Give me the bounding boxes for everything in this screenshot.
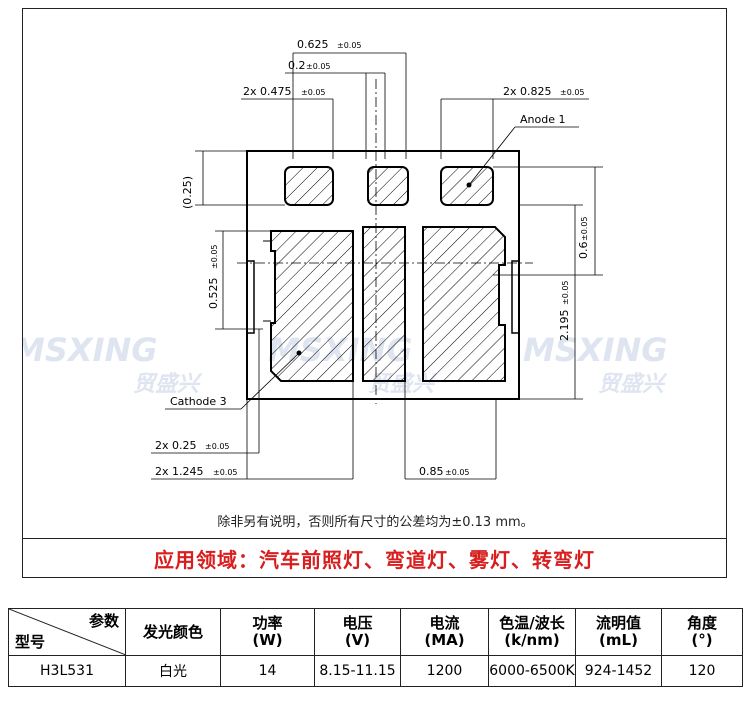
dim-right-pad-tol: ±0.05 <box>560 88 585 97</box>
table-header-row: 参数 型号 发光颜色 功率(W) 电压(V) 电流(MA) 色温/波长(k/nm… <box>8 608 743 656</box>
header-power: 功率(W) <box>220 608 315 656</box>
header-color: 发光颜色 <box>125 608 221 656</box>
top-extension-lines <box>292 53 494 159</box>
dim-left-height-tol: ±0.05 <box>210 244 219 269</box>
dim-left-pad-tol: ±0.05 <box>301 88 326 97</box>
watermark-brand-1: MSXING <box>23 331 158 369</box>
cathode-dot <box>296 350 302 356</box>
cell-voltage: 8.15-11.15 <box>314 655 401 687</box>
dim-left-pad: 2x 0.475 <box>243 85 292 98</box>
header-angle: 角度(°) <box>661 608 743 656</box>
watermark-cn-3: 贸盛兴 <box>598 371 668 397</box>
left-notch <box>247 260 255 334</box>
left-dimension-lines <box>195 150 285 330</box>
dim-right-height: 0.6 <box>577 242 590 260</box>
cathode-leader <box>240 352 300 410</box>
dim-right-pad: 2x 0.825 <box>503 85 552 98</box>
cell-angle: 120 <box>661 655 743 687</box>
anode-dot <box>466 182 472 188</box>
dim-gap-tol: ±0.05 <box>205 442 230 451</box>
cell-model: H3L531 <box>8 655 126 687</box>
dim-right-height-tol: ±0.05 <box>580 216 589 241</box>
cell-current: 1200 <box>400 655 489 687</box>
header-color-temp: 色温/波长(k/nm) <box>488 608 576 656</box>
header-voltage: 电压(V) <box>314 608 401 656</box>
dim-left-height: 0.525 <box>207 278 220 310</box>
header-lumens: 流明值(mL) <box>575 608 662 656</box>
dim-center-pad: 0.2 <box>288 59 306 72</box>
dimension-drawing: MSXING MSXING MSXING 贸盛兴 贸盛兴 贸盛兴 <box>23 38 668 480</box>
right-notch <box>511 260 519 334</box>
anode-label: Anode 1 <box>520 113 565 126</box>
corner-bottom-label: 型号 <box>15 633 46 651</box>
cell-color-temp: 6000-6500K <box>488 655 576 687</box>
dim-total-height: 2.195 <box>558 310 571 342</box>
cell-lumens: 924-1452 <box>575 655 662 687</box>
bottom-dimension-lines <box>151 329 497 480</box>
dim-bottom-right: 0.85 <box>419 465 444 478</box>
header-current: 电流(MA) <box>400 608 489 656</box>
dim-total-height-tol: ±0.05 <box>561 280 570 305</box>
dim-bottom-left: 2x 1.245 <box>155 465 204 478</box>
dim-gap: 2x 0.25 <box>155 439 197 452</box>
watermark-brand-3: MSXING <box>523 331 668 369</box>
spec-table: 参数 型号 发光颜色 功率(W) 电压(V) 电流(MA) 色温/波长(k/nm… <box>8 608 743 687</box>
right-dimension-lines <box>493 166 603 400</box>
top-dimension-lines <box>241 52 589 100</box>
dim-bottom-left-tol: ±0.05 <box>213 468 238 477</box>
application-banner: 应用领域：汽车前照灯、弯道灯、雾灯、转弯灯 <box>22 538 727 578</box>
drawing-frame: MSXING MSXING MSXING 贸盛兴 贸盛兴 贸盛兴 <box>22 8 727 578</box>
dim-pad-height: (0.25) <box>181 176 194 209</box>
watermark-cn-1: 贸盛兴 <box>133 371 203 397</box>
cathode-pad-steps <box>263 240 271 322</box>
top-center-pad <box>367 166 409 206</box>
cell-color: 白光 <box>125 655 221 687</box>
table-row: H3L531 白光 14 8.15-11.15 1200 6000-6500K … <box>8 655 743 687</box>
dim-top-width: 0.625 <box>297 38 329 51</box>
right-large-pad <box>422 226 506 382</box>
cathode-label: Cathode 3 <box>170 395 227 408</box>
tolerance-note: 除非另有说明，否则所有尺寸的公差均为±0.13 mm。 <box>217 515 534 530</box>
center-pad <box>362 226 406 382</box>
corner-top-label: 参数 <box>88 612 119 630</box>
cathode-pad <box>270 230 354 382</box>
dim-bottom-right-tol: ±0.05 <box>445 468 470 477</box>
table-corner-cell: 参数 型号 <box>8 608 126 656</box>
top-left-pad <box>284 166 334 206</box>
dim-center-pad-tol: ±0.05 <box>306 62 331 71</box>
dim-top-width-tol: ±0.05 <box>337 41 362 50</box>
corner-diagonal <box>9 609 126 655</box>
anode-leader <box>468 126 516 186</box>
cell-power: 14 <box>220 655 315 687</box>
